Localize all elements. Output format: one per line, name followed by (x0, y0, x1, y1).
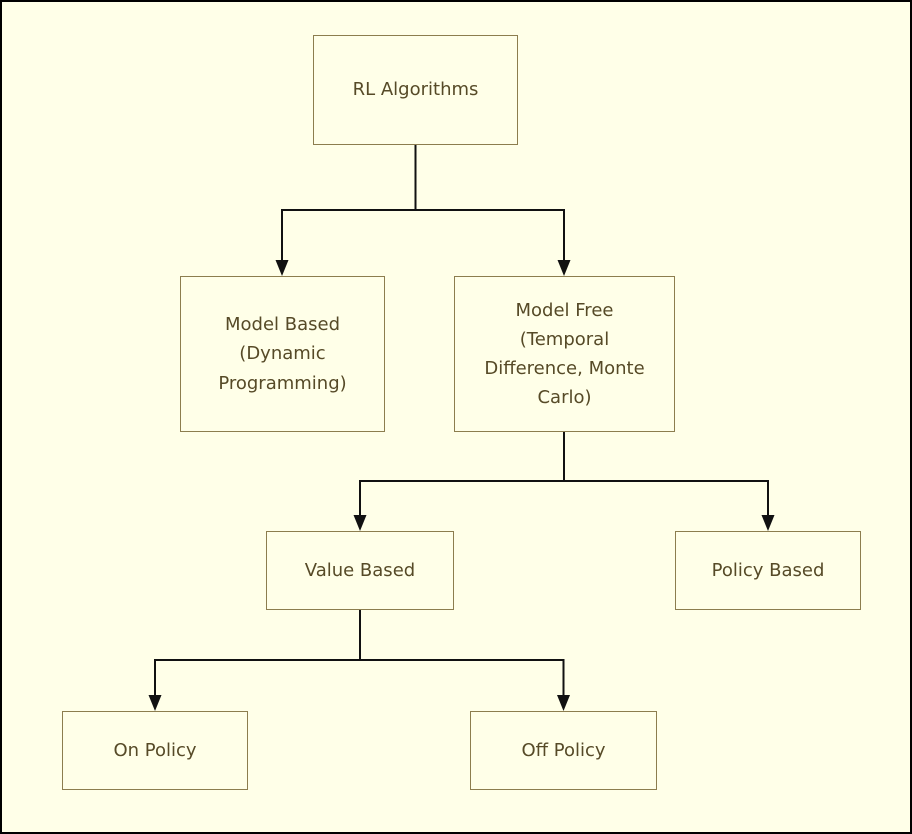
node-off-policy: Off Policy (470, 711, 657, 790)
node-value-based: Value Based (266, 531, 454, 610)
node-label: On Policy (113, 739, 197, 761)
node-policy-based: Policy Based (675, 531, 861, 610)
node-label: RL Algorithms (352, 79, 479, 101)
node-model-free: Model Free (Temporal Difference, Monte C… (454, 276, 675, 432)
edge-value-based-to-on-policy-and-off-policy (148, 610, 570, 711)
node-label: Model Free (Temporal Difference, Monte C… (484, 299, 645, 409)
node-label: Policy Based (711, 559, 825, 581)
edge-model-free-to-value-based-and-policy-based (353, 432, 775, 531)
node-rl-algorithms: RL Algorithms (313, 35, 518, 145)
node-label: Value Based (304, 559, 416, 581)
node-on-policy: On Policy (62, 711, 248, 790)
arrowhead-icon (557, 260, 571, 276)
edge-rl-to-model-based-and-model-free (275, 145, 571, 276)
arrowhead-icon (557, 695, 570, 711)
arrowhead-icon (148, 695, 162, 711)
node-model-based: Model Based (Dynamic Programming) (180, 276, 385, 432)
arrowhead-icon (353, 515, 367, 531)
node-label: Model Based (Dynamic Programming) (218, 314, 347, 394)
arrowhead-icon (761, 515, 775, 531)
arrowhead-icon (275, 260, 289, 276)
node-label: Off Policy (521, 739, 606, 761)
